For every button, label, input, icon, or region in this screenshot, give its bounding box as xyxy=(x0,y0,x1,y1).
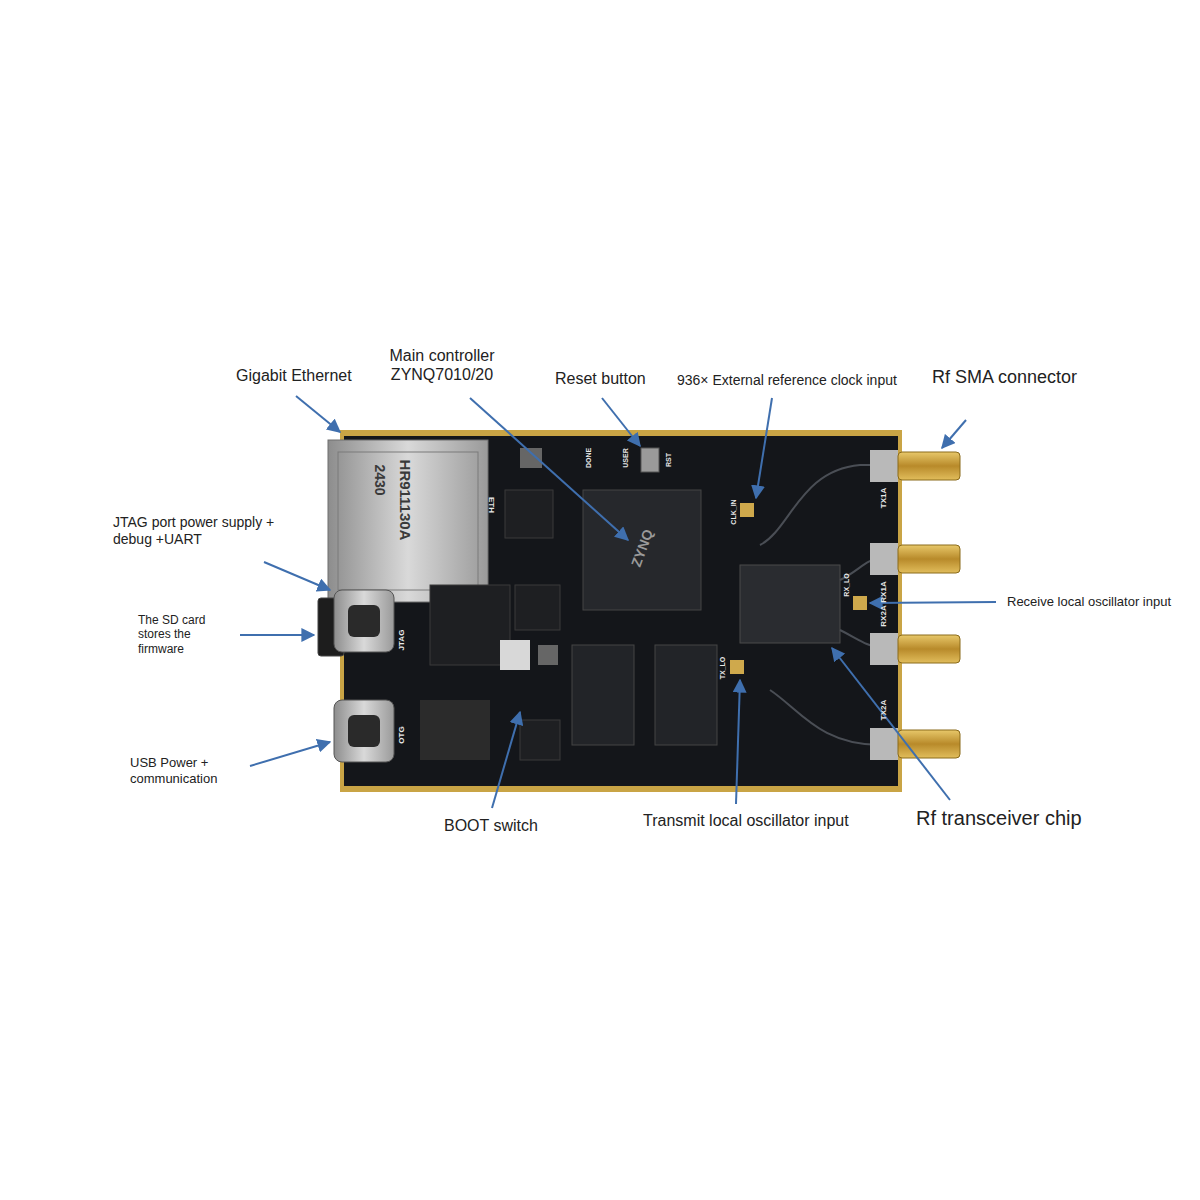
board-print: ETH xyxy=(487,497,495,513)
board-print: OTG xyxy=(398,726,406,743)
board-print: TX2A xyxy=(880,700,888,720)
board-print: TX_LO xyxy=(719,657,726,680)
callout-label: Receive local oscillator input xyxy=(1007,594,1171,610)
callout-label: Transmit local oscillator input xyxy=(643,811,849,830)
callout-label: 936× External reference clock input xyxy=(677,372,897,389)
callout-label: Gigabit Ethernet xyxy=(236,366,352,385)
board-print: RX1A xyxy=(880,581,888,602)
board-print: TX1A xyxy=(880,488,888,508)
callout-label: JTAG port power supply + debug +UART xyxy=(113,514,278,548)
callout-label: USB Power + communication xyxy=(130,755,242,786)
board-print: RX2A xyxy=(880,605,888,626)
callout-label: Rf SMA connector xyxy=(932,367,1077,389)
callout-label: Reset button xyxy=(555,369,646,388)
board-print: USER xyxy=(622,448,629,467)
callout-label: BOOT switch xyxy=(444,816,538,835)
board-print: DONE xyxy=(585,448,592,468)
board-print: RST xyxy=(665,453,672,467)
board-print: HR911130A xyxy=(398,460,413,541)
callout-label: Rf transceiver chip xyxy=(916,806,1082,830)
board-print: RX_LO xyxy=(843,573,850,596)
callout-label: Main controller ZYNQ7010/20 xyxy=(378,346,506,384)
callout-label: The SD card stores the firmware xyxy=(138,613,220,656)
board-print: 2430 xyxy=(373,464,387,495)
board-print: CLK_IN xyxy=(730,499,737,524)
board-print: JTAG xyxy=(398,630,406,651)
